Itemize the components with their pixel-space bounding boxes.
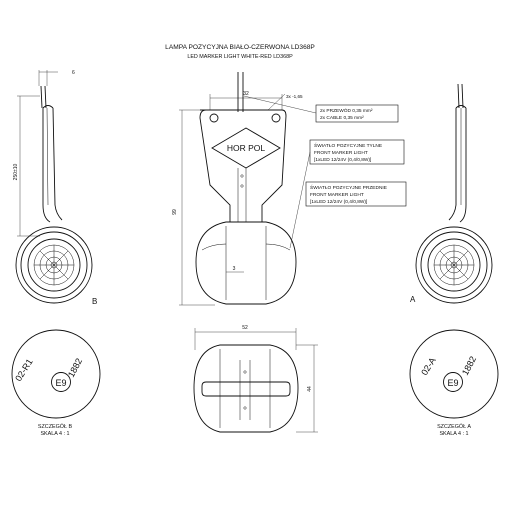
bottom-view: 52 44 [193,325,318,433]
dim-bend-label: 3x -1,65 [286,94,303,99]
callout-cable-line2: 2x CABLE 0,35 mm² [320,115,364,121]
detail-b-approval: 1882 [66,357,84,379]
view-label-b: B [92,297,97,306]
title-polish: LAMPA POZYCYJNA BIAŁO-CZERWONA LD368P [165,44,315,51]
detail-b-e-mark: E9 [55,378,66,388]
callout-cable-line1: 2x PRZEWÓD 0,35 mm² [320,107,373,114]
detail-a-approval: 1882 [460,355,478,377]
detail-a-scale: SKALA 4 : 1 [439,431,468,437]
dim-250-label: 250±10 [13,163,19,180]
title-english: LED MARKER LIGHT WHITE-RED LD368P [187,54,293,60]
detail-a-caption: SZCZEGÓŁ A [437,423,471,430]
callout-rear-line2: FRONT MARKER LIGHT [314,150,368,156]
callout-front-light [305,181,407,207]
dim-32-label: 32 [243,91,249,97]
callout-front-line2: FRONT MARKER LIGHT [310,192,364,198]
detail-b-caption: SZCZEGÓŁ B [38,423,73,430]
callout-rear-line1: ŚWIATŁO POZYCYJNE TYLNE [314,141,382,149]
detail-b-e-mark-circle [51,372,71,392]
detail-a: 02-A E9 1882 SZCZEGÓŁ A SKALA 4 : 1 [409,329,499,437]
detail-a-e-mark-circle [443,372,463,392]
dim-6-label: 6 [72,70,75,76]
detail-a-e-mark: E9 [447,378,458,388]
callout-front-line3: [1xLED 12/24V (0,4/0,8W)] [310,199,367,205]
dim-99-label: 99 [172,209,178,215]
detail-b: 02-R1 E9 1882 SZCZEGÓŁ B SKALA 4 : 1 [11,329,101,437]
front-view: 32 3x -1,65 HOR POL 99 3 [172,72,303,306]
callout-cable [315,104,399,123]
callout-rear-line3: [1xLED 12/24V (0,4/0,8W)] [314,157,371,163]
view-label-a: A [410,295,416,304]
detail-b-code: 02-R1 [13,357,34,383]
callout-rear-light [309,139,405,165]
dim-3-label: 3 [233,266,236,272]
callout-front-line1: ŚWIATŁO POZYCYJNE PRZEDNIE [310,183,387,191]
detail-a-code: 02-A [419,356,438,377]
dim-44-label: 44 [307,386,313,392]
brand-logo-text: HOR POL [227,143,266,153]
callouts: 2x PRZEWÓD 0,35 mm² 2x CABLE 0,35 mm² ŚW… [243,95,407,249]
detail-b-scale: SKALA 4 : 1 [40,431,69,437]
side-view-a: A [410,83,493,304]
side-view-b: 6 250±10 B [13,70,97,306]
dim-52-label: 52 [242,325,248,331]
